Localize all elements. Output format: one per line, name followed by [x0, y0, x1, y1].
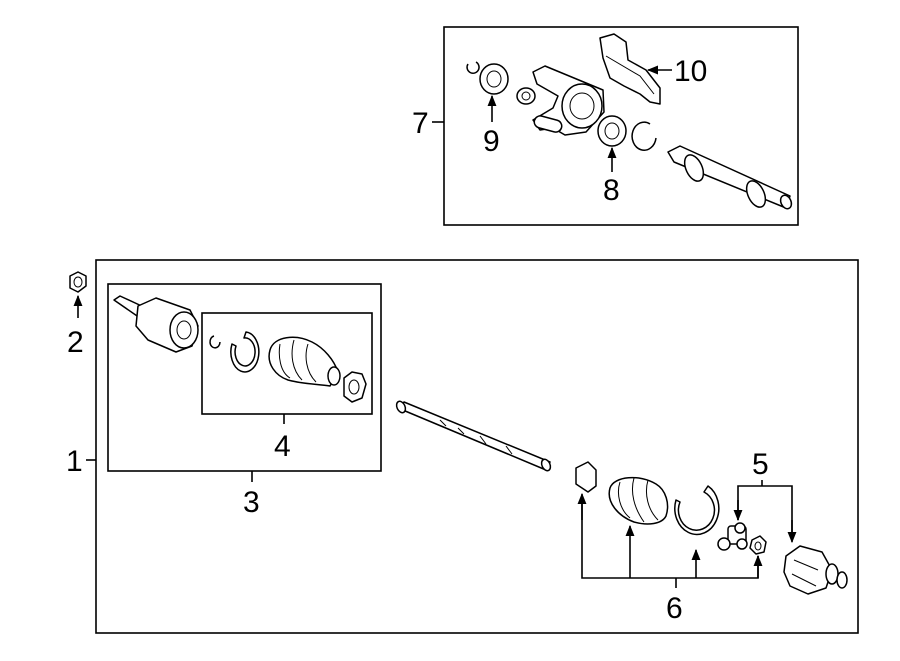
inset-snap-ring	[466, 61, 480, 74]
boot-kit	[209, 331, 367, 403]
inset-snap-ring-large	[631, 121, 657, 151]
axle-assembly: 2 1 3 4	[66, 259, 859, 634]
callout-1: 1	[66, 445, 83, 478]
outer-cv-joint	[113, 295, 199, 353]
inner-cv-joint	[783, 545, 848, 595]
inset-clip	[516, 87, 536, 105]
intermediate-shaft	[667, 145, 793, 210]
inner-boot	[608, 476, 669, 525]
boot-clamp-small	[343, 371, 367, 403]
boot-clamp-large	[230, 331, 260, 373]
callout-6: 6	[666, 592, 683, 625]
drive-shaft	[395, 400, 552, 472]
boot-small-end	[327, 366, 341, 386]
callout-8: 8	[603, 174, 620, 207]
axle-nut-2	[69, 271, 87, 318]
bearing-bracket	[532, 65, 605, 136]
heat-shield-10	[599, 33, 661, 105]
bearing-8	[597, 115, 627, 147]
leader-6	[577, 492, 763, 588]
callout-4: 4	[274, 430, 291, 463]
callout-5: 5	[752, 448, 769, 481]
callout-3: 3	[243, 486, 260, 519]
inner-joint-parts	[575, 461, 848, 595]
snap-ring-5	[749, 535, 767, 555]
tripod-joint	[717, 522, 748, 551]
inner-clamp-large	[674, 485, 720, 536]
callout-7: 7	[412, 107, 429, 140]
callout-9: 9	[483, 125, 500, 158]
leader-5	[733, 480, 797, 544]
boot-clip	[209, 335, 221, 349]
bearing-9	[479, 63, 509, 95]
callout-10: 10	[674, 55, 707, 88]
inner-clamp-small	[575, 461, 597, 493]
callout-2: 2	[67, 326, 84, 359]
intermediate-shaft-inset: 7 9 8 10	[412, 26, 799, 226]
